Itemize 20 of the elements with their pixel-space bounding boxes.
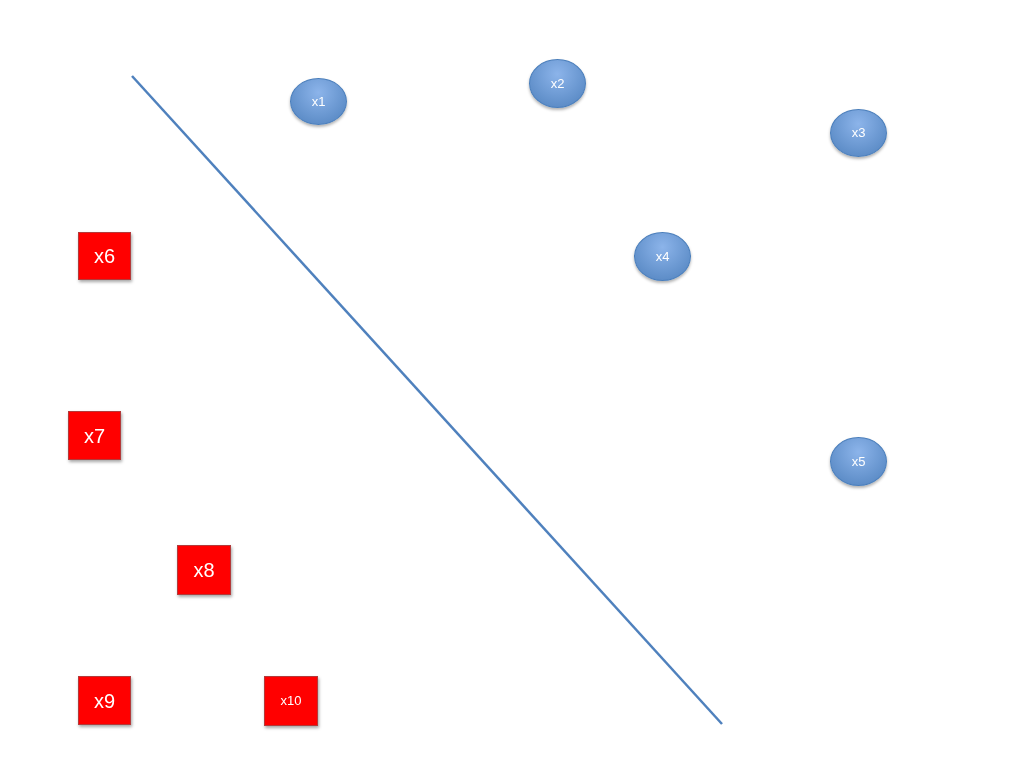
data-point-circle: [634, 232, 691, 281]
data-point-circle: [830, 109, 887, 157]
data-point-square: [78, 232, 131, 280]
data-point-circle: [529, 59, 586, 108]
point-label: x5: [851, 452, 866, 471]
point-label: x4: [655, 247, 670, 266]
data-point-circle: [830, 437, 887, 486]
point-label: x2: [550, 74, 565, 93]
data-point-circle: [290, 78, 347, 125]
point-label: x7: [83, 423, 106, 449]
point-label: x10: [280, 692, 302, 711]
point-label: x9: [93, 688, 116, 714]
data-point-square: [78, 676, 131, 725]
point-label: x3: [851, 124, 866, 143]
point-label: x8: [193, 558, 215, 583]
point-label: x6: [93, 244, 116, 269]
data-point-square: [264, 676, 318, 726]
data-point-square: [177, 545, 231, 595]
point-label: x1: [311, 92, 326, 111]
data-point-square: [68, 411, 121, 460]
